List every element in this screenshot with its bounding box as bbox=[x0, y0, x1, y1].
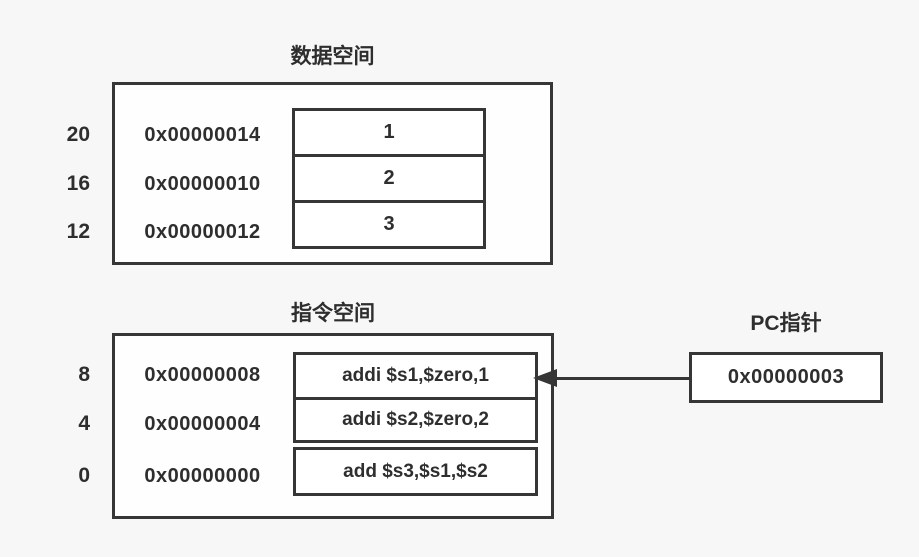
data-value-cell: 3 bbox=[292, 200, 486, 249]
pc-pointer-value: 0x00000003 bbox=[727, 366, 845, 388]
instruction-offset-label: 8 bbox=[78, 363, 90, 386]
instruction-offset-label: 4 bbox=[78, 412, 90, 435]
pc-arrow-line bbox=[554, 377, 689, 380]
pc-pointer-box: 0x00000003 bbox=[689, 352, 883, 403]
pc-arrow-head-icon bbox=[533, 369, 557, 387]
instruction-address: 0x00000004 bbox=[144, 413, 261, 435]
instruction-cell: add $s3,$s1,$s2 bbox=[293, 447, 538, 496]
instruction-cell: addi $s2,$zero,2 bbox=[293, 397, 538, 443]
instruction-space-title: 指令空间 bbox=[291, 302, 375, 325]
data-address: 0x00000010 bbox=[144, 173, 261, 195]
pc-pointer-title: PC指针 bbox=[750, 312, 822, 335]
data-space-title: 数据空间 bbox=[290, 45, 375, 68]
instruction-address: 0x00000000 bbox=[144, 465, 261, 487]
data-value-cell: 1 bbox=[292, 108, 486, 157]
data-value-cell: 2 bbox=[292, 154, 486, 203]
data-offset-label: 16 bbox=[66, 172, 90, 195]
instruction-address: 0x00000008 bbox=[144, 364, 261, 386]
data-address: 0x00000012 bbox=[144, 221, 261, 243]
data-offset-label: 20 bbox=[66, 123, 90, 146]
data-address: 0x00000014 bbox=[144, 124, 261, 146]
instruction-cells: addi $s1,$zero,1 addi $s2,$zero,2 add $s… bbox=[293, 352, 538, 496]
instruction-offset-label: 0 bbox=[78, 464, 90, 487]
data-offset-label: 12 bbox=[66, 220, 90, 243]
instruction-cell: addi $s1,$zero,1 bbox=[293, 352, 538, 400]
data-value-cells: 1 2 3 bbox=[292, 108, 486, 249]
